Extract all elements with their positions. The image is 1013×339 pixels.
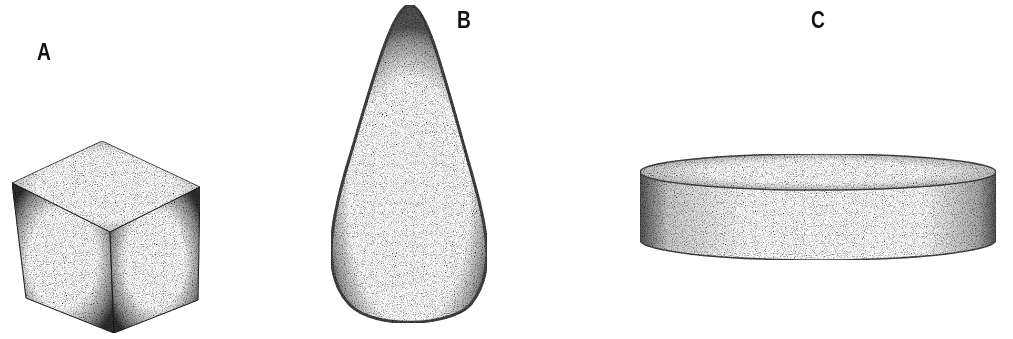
figure-letter: C — [811, 8, 825, 32]
figure-letter: A — [37, 40, 51, 64]
figure-letter: B — [457, 8, 471, 32]
